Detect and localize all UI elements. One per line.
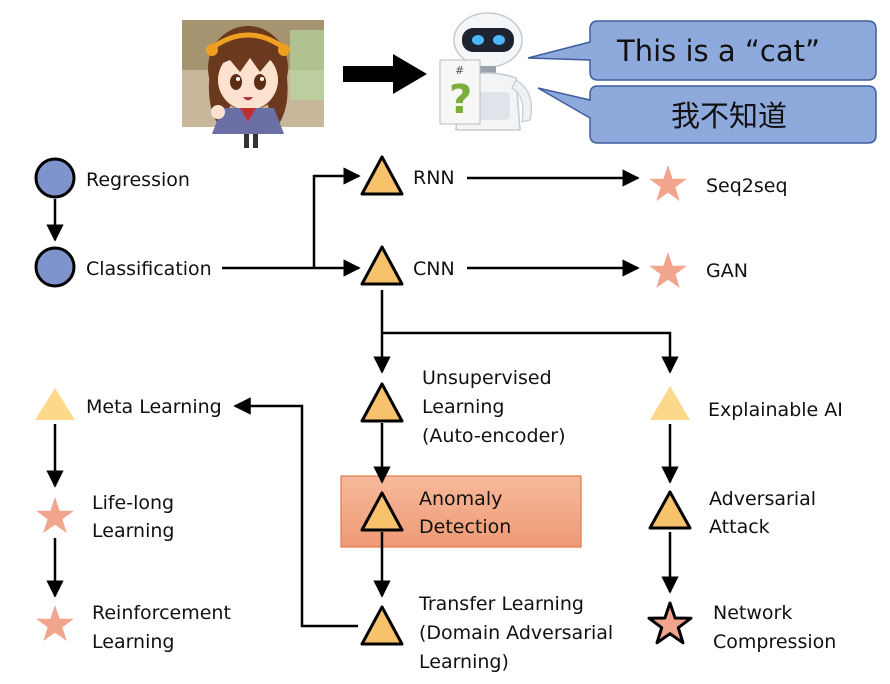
anomaly-label-line-1: Anomaly bbox=[419, 488, 502, 510]
reinforcement-label-line-1: Reinforcement bbox=[92, 602, 231, 624]
compression-node-star bbox=[647, 601, 693, 645]
transfer-label-line-1: Transfer Learning bbox=[418, 593, 584, 615]
explainable-label: Explainable AI bbox=[708, 399, 843, 421]
seq2seq-label: Seq2seq bbox=[706, 175, 788, 197]
right-arrow-icon bbox=[343, 54, 427, 94]
gan-label: GAN bbox=[706, 260, 748, 282]
anomaly-label-line-2: Detection bbox=[419, 516, 511, 538]
rnn-node-triangle bbox=[360, 155, 404, 196]
node-labels: Regression Classification RNN CNN Seq2se… bbox=[86, 167, 843, 673]
reinforcement-node-star bbox=[36, 605, 74, 641]
cnn-node-triangle bbox=[360, 245, 404, 286]
anomaly-node-triangle bbox=[360, 491, 404, 532]
transfer-label-line-2: (Domain Adversarial bbox=[419, 622, 613, 644]
lifelong-label-line-2: Learning bbox=[92, 520, 175, 542]
node-shapes bbox=[34, 155, 693, 646]
transfer-label-line-3: Learning) bbox=[419, 651, 509, 673]
lifelong-node-star bbox=[36, 497, 74, 533]
explainable-node-triangle bbox=[650, 386, 690, 420]
meta-label: Meta Learning bbox=[86, 396, 222, 418]
compression-label-line-1: Network bbox=[713, 602, 792, 624]
adversarial-node-triangle bbox=[648, 490, 692, 530]
question-mark: ? bbox=[449, 77, 472, 123]
adversarial-label-line-1: Adversarial bbox=[709, 488, 816, 510]
unsupervised-label-line-2: Learning bbox=[422, 396, 505, 418]
transfer-node-triangle bbox=[360, 605, 404, 646]
speech-bubble-chinese: 我不知道 bbox=[537, 85, 877, 144]
unsupervised-node-triangle bbox=[360, 382, 404, 423]
regression-node-circle bbox=[34, 157, 76, 199]
cnn-label: CNN bbox=[413, 258, 455, 280]
compression-label-line-2: Compression bbox=[713, 631, 836, 653]
speech-chinese-text: 我不知道 bbox=[671, 99, 787, 133]
question-sign: # ? bbox=[439, 59, 481, 125]
arrow-cnn-explainable bbox=[382, 331, 679, 374]
unsupervised-label-line-3: (Auto-encoder) bbox=[422, 425, 566, 447]
rnn-label: RNN bbox=[413, 167, 455, 189]
unsupervised-label-line-1: Unsupervised bbox=[422, 367, 552, 389]
regression-label: Regression bbox=[86, 169, 190, 191]
arrow-transfer-meta bbox=[233, 397, 358, 628]
classification-node-circle bbox=[34, 246, 76, 288]
reinforcement-label-line-2: Learning bbox=[92, 631, 175, 653]
adversarial-label-line-2: Attack bbox=[709, 516, 770, 538]
speech-english-text: This is a “cat” bbox=[616, 34, 820, 68]
seq2seq-node-star bbox=[649, 165, 687, 201]
meta-node-triangle bbox=[35, 388, 75, 420]
arrow-classification-rnn bbox=[312, 167, 361, 268]
lifelong-label-line-1: Life-long bbox=[92, 492, 174, 514]
connectors bbox=[46, 167, 679, 628]
gan-node-star bbox=[649, 252, 687, 288]
sign-tag: # bbox=[455, 64, 464, 77]
speech-bubble-english: This is a “cat” bbox=[527, 20, 877, 81]
anime-girl-image bbox=[182, 20, 324, 148]
classification-label: Classification bbox=[86, 258, 212, 280]
